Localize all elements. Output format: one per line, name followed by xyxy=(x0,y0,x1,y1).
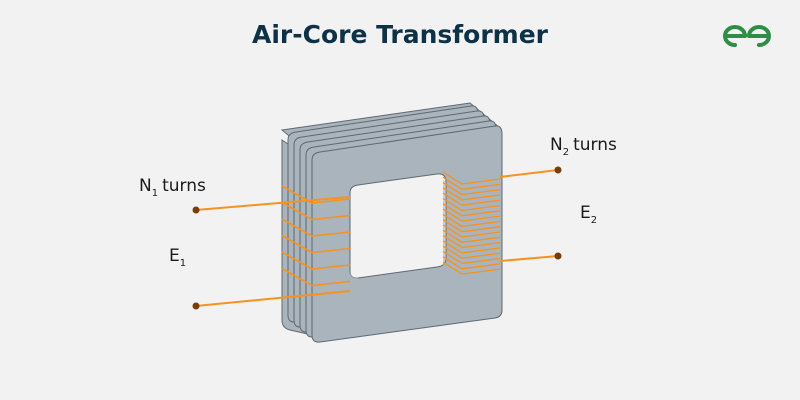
secondary-turn xyxy=(442,250,501,265)
secondary-turn xyxy=(442,219,501,233)
secondary-turn xyxy=(442,224,501,238)
leads xyxy=(192,166,562,310)
secondary-winding xyxy=(442,171,501,275)
primary-turn xyxy=(281,218,351,237)
primary-lead-bottom xyxy=(195,290,351,307)
primary-lead-top xyxy=(195,196,351,211)
secondary-lead-bottom xyxy=(499,255,559,262)
secondary-turn xyxy=(442,203,501,217)
primary-turn xyxy=(281,201,351,221)
secondary-turn xyxy=(442,240,501,254)
primary-terminal-bottom xyxy=(192,302,200,310)
secondary-turn xyxy=(442,208,501,222)
secondary-terminal-bottom xyxy=(554,252,562,260)
primary-emf-label: E1 xyxy=(169,246,186,269)
secondary-turn xyxy=(442,213,501,228)
gfg-logo-icon xyxy=(723,25,771,47)
secondary-turn xyxy=(442,176,501,190)
core xyxy=(280,102,503,343)
secondary-turn xyxy=(442,171,501,185)
secondary-turn xyxy=(442,197,501,212)
secondary-turn xyxy=(442,261,501,275)
primary-turn xyxy=(281,234,351,254)
secondary-turn xyxy=(442,187,501,201)
primary-winding xyxy=(281,185,351,287)
secondary-turn xyxy=(442,235,501,249)
primary-turn xyxy=(281,267,351,287)
primary-terminal-top xyxy=(192,206,200,214)
secondary-lead-top xyxy=(499,169,559,178)
diagram-title: Air-Core Transformer xyxy=(251,20,549,49)
core-window xyxy=(349,173,447,279)
secondary-turn xyxy=(442,192,501,206)
secondary-terminal-top xyxy=(554,166,562,174)
secondary-turn xyxy=(442,229,501,243)
primary-turn xyxy=(281,251,351,270)
secondary-turn xyxy=(442,256,501,270)
secondary-emf-label: E2 xyxy=(580,203,597,226)
primary-turn xyxy=(281,185,351,204)
secondary-turn xyxy=(442,182,501,196)
core-window-depth xyxy=(350,193,358,296)
secondary-turn xyxy=(442,245,501,259)
